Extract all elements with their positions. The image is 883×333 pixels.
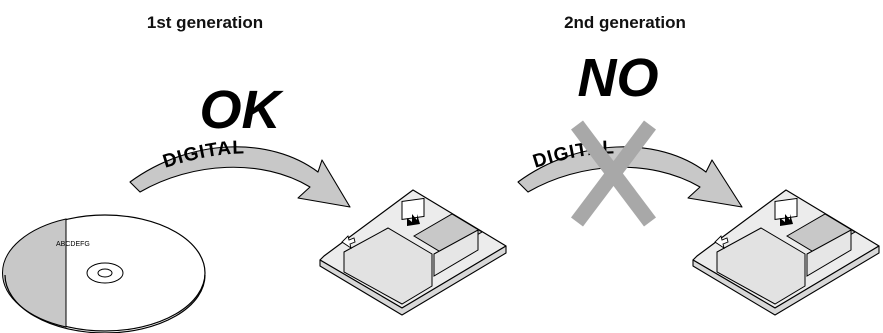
heading-first-generation: 1st generation (147, 13, 263, 32)
minidisc-cartridge-icon (693, 190, 879, 315)
minidisc-cartridge-icon (320, 190, 506, 315)
compact-disc-icon: ABCDEFG (2, 215, 205, 333)
panel-second-generation: 2nd generation NO DIGITAL (518, 13, 742, 222)
verdict-no: NO (578, 48, 659, 108)
disc-label: ABCDEFG (56, 241, 90, 248)
heading-second-generation: 2nd generation (564, 13, 686, 32)
verdict-ok: OK (200, 80, 285, 140)
panel-first-generation: 1st generation OK DIGITAL (130, 13, 350, 207)
